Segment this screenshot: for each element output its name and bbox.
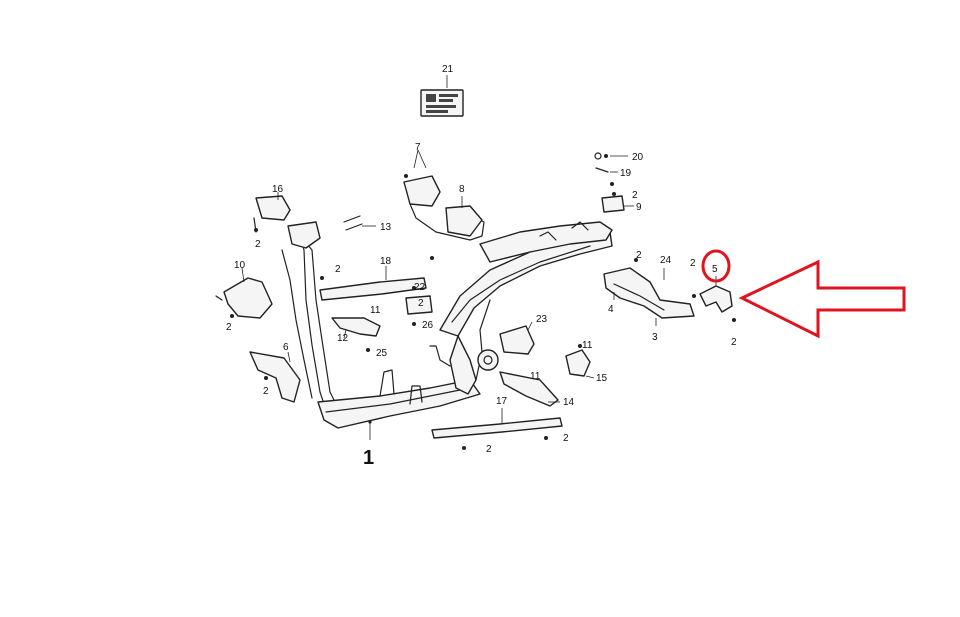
callout-2-k: 2 <box>731 337 737 348</box>
callout-13: 13 <box>380 222 392 233</box>
callout-2-f: 2 <box>563 433 569 444</box>
callout-2-e: 2 <box>263 386 269 397</box>
callout-9: 9 <box>636 202 642 213</box>
callout-2-c: 2 <box>418 298 424 309</box>
highlight-arrow-icon <box>738 259 906 339</box>
callout-5: 5 <box>712 264 718 275</box>
callout-19: 19 <box>620 168 632 179</box>
callout-3: 3 <box>652 332 658 343</box>
callout-12: 12 <box>337 333 349 344</box>
part-1-main-frame <box>281 221 613 440</box>
callout-15: 15 <box>596 373 608 384</box>
callout-2-a: 2 <box>255 239 261 250</box>
callout-24: 24 <box>660 255 672 266</box>
part-7-8-front-brackets <box>403 149 485 241</box>
callout-11-c: 11 <box>530 371 541 382</box>
callout-2-b: 2 <box>335 264 341 275</box>
callout-21: 21 <box>442 64 454 75</box>
callout-14: 14 <box>563 397 575 408</box>
callout-11-b: 11 <box>582 340 593 351</box>
part-23-bracket <box>499 321 535 355</box>
callout-22: 22 <box>414 282 426 293</box>
callout-18: 18 <box>380 256 392 267</box>
part-17-plate <box>431 408 563 450</box>
part-13-bolts <box>343 215 376 231</box>
part-3-4-24-rear-rails <box>603 258 695 326</box>
part-6-bracket <box>249 351 301 403</box>
callout-25: 25 <box>376 348 388 359</box>
callout-26: 26 <box>422 320 434 331</box>
callout-2-g: 2 <box>486 444 492 455</box>
part-14-bracket <box>499 371 560 407</box>
callout-23: 23 <box>536 314 548 325</box>
part-5-rear-bar <box>692 276 736 322</box>
callout-6: 6 <box>283 342 289 353</box>
part-18-bracket <box>319 256 434 301</box>
part-16-bracket <box>253 192 291 233</box>
callout-16: 16 <box>272 184 284 195</box>
callout-8: 8 <box>459 184 465 195</box>
callout-2-j: 2 <box>690 258 696 269</box>
part-15-bracket <box>565 344 595 379</box>
part-21-label-plate <box>420 75 464 117</box>
callout-10: 10 <box>234 260 246 271</box>
part-11-12-brackets <box>331 286 433 352</box>
callout-1: 1 <box>363 447 374 469</box>
callout-17: 17 <box>496 396 508 407</box>
highlight-circle <box>701 249 731 283</box>
callout-11-a: 11 <box>370 305 381 316</box>
part-19-20-9-hardware <box>594 152 634 213</box>
callout-labels: 1 21 7 8 16 2 13 18 2 22 2 10 2 11 12 26… <box>226 64 737 469</box>
callout-2-d: 2 <box>226 322 232 333</box>
part-10-bracket <box>215 267 273 319</box>
callout-7: 7 <box>415 142 421 153</box>
callout-2-i: 2 <box>636 250 642 261</box>
callout-20: 20 <box>632 152 644 163</box>
callout-4: 4 <box>608 304 614 315</box>
callout-2-h: 2 <box>632 190 638 201</box>
